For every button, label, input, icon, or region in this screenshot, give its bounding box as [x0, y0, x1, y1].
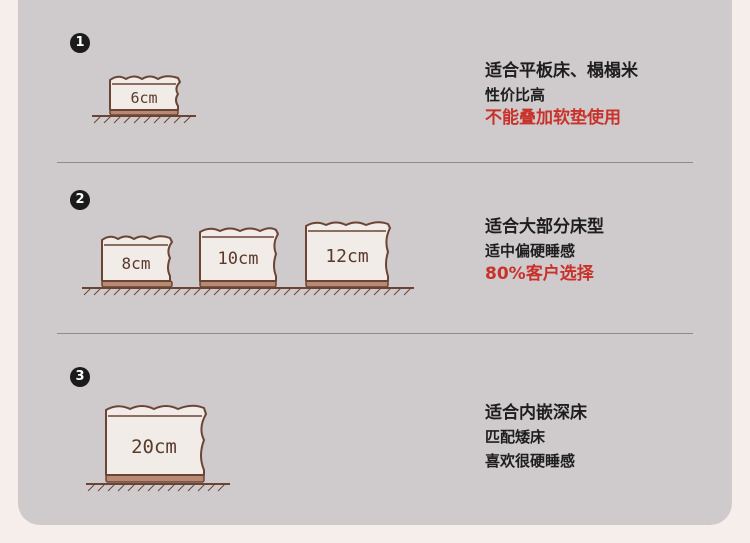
section-2-line2: 适中偏硬睡感 [485, 242, 576, 260]
section-3-line3: 喜欢很硬睡感 [485, 452, 576, 470]
size-label-20cm: 20cm [131, 436, 177, 458]
mattress-8-10-12cm-diagram: 8cm 10cm 12cm [82, 221, 414, 296]
section-2-line3: 80%客户选择 [485, 264, 594, 284]
size-label-10cm: 10cm [218, 249, 259, 269]
section-1-line2: 性价比高 [485, 86, 546, 104]
section-3-text: 适合内嵌深床 匹配矮床 喜欢很硬睡感 [485, 402, 587, 472]
number-badge-2: 2 [70, 190, 90, 210]
size-label-6cm: 6cm [130, 89, 157, 107]
section-1-line1: 适合平板床、榻榻米 [485, 61, 638, 81]
divider-1 [57, 162, 693, 163]
section-3-line2: 匹配矮床 [485, 428, 546, 446]
section-1-line3: 不能叠加软垫使用 [485, 108, 621, 128]
number-badge-3: 3 [70, 367, 90, 387]
mattress-20cm-diagram: 20cm [86, 404, 230, 492]
divider-2 [57, 333, 693, 334]
section-1-text: 适合平板床、榻榻米 性价比高 不能叠加软垫使用 [485, 60, 638, 129]
section-2-line1: 适合大部分床型 [485, 217, 604, 237]
size-label-8cm: 8cm [122, 254, 151, 273]
size-label-12cm: 12cm [325, 246, 368, 267]
number-badge-1: 1 [70, 33, 90, 53]
section-3-line1: 适合内嵌深床 [485, 403, 587, 423]
section-2-text: 适合大部分床型 适中偏硬睡感 80%客户选择 [485, 216, 604, 285]
mattress-6cm-diagram: 6cm [92, 75, 196, 124]
